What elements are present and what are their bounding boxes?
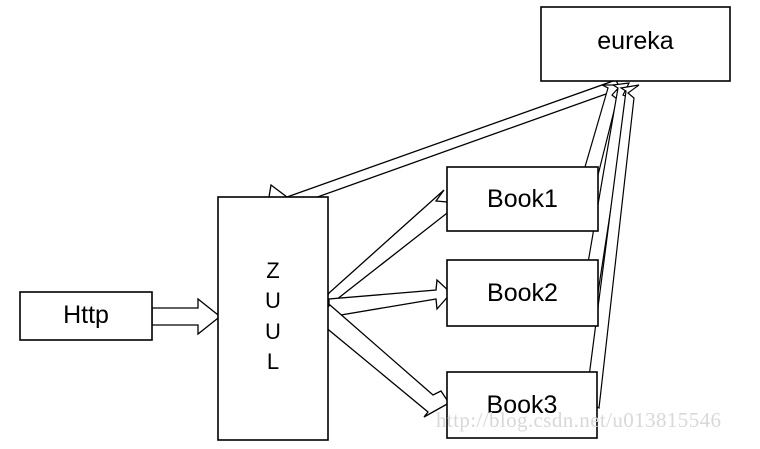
edge-zuul-to-book3 — [318, 304, 450, 418]
node-eureka[interactable] — [540, 6, 731, 82]
node-http[interactable] — [19, 291, 153, 341]
edge-http-to-zuul — [151, 297, 222, 336]
node-zuul[interactable] — [217, 196, 329, 441]
node-book2[interactable] — [446, 259, 599, 327]
node-book3[interactable] — [446, 371, 598, 439]
edge-zuul-to-book1 — [317, 189, 452, 308]
node-book1[interactable] — [446, 166, 599, 232]
